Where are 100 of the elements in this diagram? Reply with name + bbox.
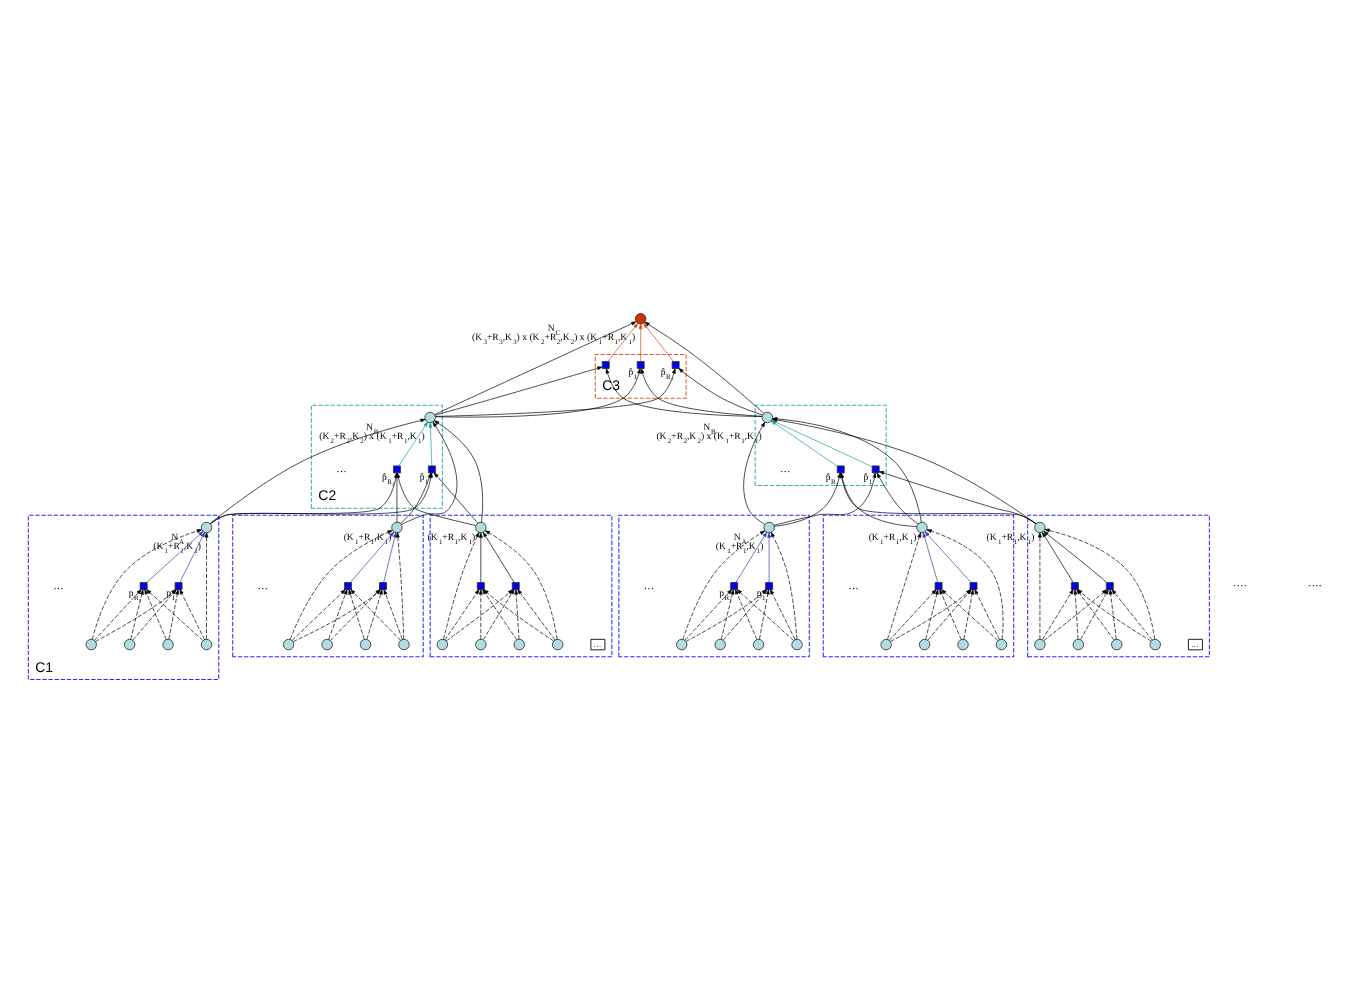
node-box [476, 582, 485, 590]
node-box [393, 465, 401, 474]
arrow [517, 589, 556, 641]
node-box [871, 465, 880, 474]
arrow [767, 532, 771, 583]
node-circle [85, 638, 97, 651]
arrow [888, 589, 937, 641]
node-circle [916, 521, 928, 534]
arrow [428, 422, 433, 467]
arrow [770, 589, 796, 640]
arrow [179, 589, 205, 640]
node-circle [513, 638, 525, 651]
arrow [130, 589, 144, 640]
cluster [1027, 514, 1210, 658]
arrow [289, 530, 393, 640]
arrow [366, 589, 383, 640]
arrow [94, 589, 142, 641]
node-circle [791, 638, 803, 651]
node-circle [162, 638, 174, 651]
arrow [478, 532, 483, 583]
node-circle [436, 638, 449, 651]
arrow [638, 323, 643, 362]
node-box [379, 582, 387, 590]
arrow [514, 589, 520, 640]
arrow [210, 418, 426, 524]
arrow [482, 532, 515, 583]
arrow [328, 589, 348, 640]
arrow [605, 368, 763, 417]
arrow [444, 589, 480, 641]
arrow [879, 471, 1037, 525]
node-circle [398, 638, 410, 651]
node-box [511, 582, 520, 590]
arrow [293, 589, 381, 642]
arrow [925, 589, 939, 640]
arrow [144, 589, 167, 640]
node-box [730, 582, 739, 590]
arrow [924, 531, 972, 583]
node-circle [1034, 638, 1046, 651]
arrow [398, 421, 429, 467]
node-circle [752, 638, 765, 651]
arrow [443, 532, 480, 640]
node-box [174, 582, 183, 590]
node-box [836, 465, 845, 474]
cluster [618, 514, 810, 658]
node-circle [391, 521, 403, 534]
node-circle [957, 638, 969, 651]
arrow [91, 529, 202, 640]
arrow [1038, 532, 1042, 640]
node-box [344, 582, 352, 590]
node-circle [995, 638, 1008, 651]
node-circle [676, 638, 688, 651]
arrow [1108, 589, 1117, 640]
node-circle [475, 521, 487, 534]
arrow [434, 321, 637, 415]
node-circle [475, 638, 487, 651]
arrow [350, 589, 401, 641]
node-circle [123, 638, 136, 651]
node-circle [761, 411, 774, 424]
arrow [643, 323, 674, 362]
arrow [974, 589, 1000, 640]
arrow [1042, 589, 1074, 640]
node-circle [1034, 521, 1046, 534]
node-box [671, 361, 680, 369]
arrow [922, 532, 939, 583]
arrow [433, 420, 483, 523]
node-box [765, 582, 774, 590]
cluster [429, 514, 613, 658]
arrow [330, 589, 381, 641]
node-circle [321, 638, 333, 651]
arrow [684, 589, 732, 641]
node-circle [424, 411, 436, 424]
arrow [939, 589, 962, 640]
arrow [395, 532, 405, 640]
node-box [934, 582, 943, 590]
node-box [969, 582, 978, 590]
arrow [887, 532, 922, 640]
arrow [735, 532, 767, 583]
arrow [179, 532, 205, 583]
arrow [743, 421, 766, 525]
arrow [204, 532, 209, 640]
node-circle [200, 638, 213, 651]
node-box [601, 361, 610, 369]
node-circle [1072, 638, 1085, 651]
arrow [1111, 589, 1153, 641]
arrow [434, 366, 603, 416]
node-circle [635, 313, 647, 325]
arrow [291, 589, 346, 641]
arrow [383, 589, 403, 640]
arrow [926, 529, 1004, 640]
arrow [720, 589, 735, 640]
arrow [607, 323, 639, 362]
arrow [146, 531, 204, 583]
arrow [478, 589, 483, 640]
node-circle [918, 638, 931, 651]
arrow [435, 368, 676, 417]
arrow [734, 589, 758, 640]
arrow [400, 421, 458, 525]
node-circle [714, 638, 726, 651]
node-box [427, 465, 436, 474]
node-box [636, 361, 645, 369]
